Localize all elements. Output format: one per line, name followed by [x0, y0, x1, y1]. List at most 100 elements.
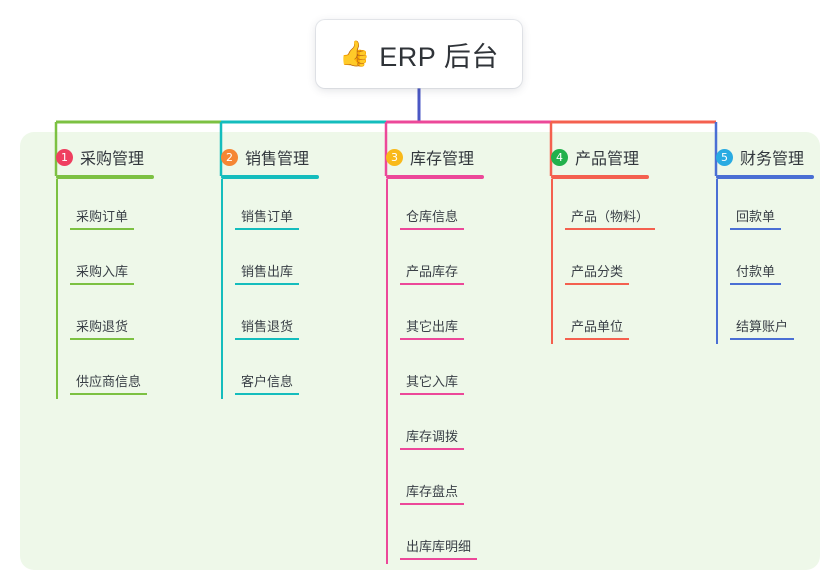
item-spine: [551, 289, 553, 344]
item-spine: [716, 289, 718, 344]
list-item[interactable]: 供应商信息: [56, 344, 198, 399]
item-label: 产品库存: [406, 264, 459, 279]
column-items: 采购订单采购入库采购退货供应商信息: [38, 179, 198, 399]
item-spine: [551, 179, 553, 234]
column-rule: [551, 175, 649, 179]
column-rule: [221, 175, 319, 179]
item-label: 付款单: [736, 264, 776, 279]
column-title: 财务管理: [740, 151, 805, 168]
column-title: 库存管理: [410, 151, 475, 168]
item-underline: [400, 338, 464, 340]
item-underline: [730, 338, 794, 340]
column-header-3[interactable]: 3 库存管理: [368, 145, 528, 169]
content-panel: [20, 132, 820, 570]
list-item[interactable]: 产品分类: [551, 234, 693, 289]
item-underline: [400, 503, 464, 505]
list-item[interactable]: 销售订单: [221, 179, 363, 234]
list-item[interactable]: 销售出库: [221, 234, 363, 289]
list-item[interactable]: 销售退货: [221, 289, 363, 344]
item-label: 其它出库: [406, 319, 459, 334]
list-item[interactable]: 其它入库: [386, 344, 528, 399]
item-spine: [386, 344, 388, 399]
list-item[interactable]: 采购订单: [56, 179, 198, 234]
item-underline: [400, 558, 477, 560]
list-item[interactable]: 产品（物料）: [551, 179, 693, 234]
item-label: 结算账户: [736, 319, 789, 334]
column-number-badge: 3: [386, 148, 403, 166]
item-spine: [221, 234, 223, 289]
item-label: 销售退货: [241, 319, 294, 334]
item-spine: [386, 289, 388, 344]
item-spine: [716, 234, 718, 289]
column-rule: [56, 175, 154, 179]
item-spine: [221, 289, 223, 344]
list-item[interactable]: 其它出库: [386, 289, 528, 344]
item-label: 销售出库: [241, 264, 294, 279]
item-label: 采购退货: [76, 319, 129, 334]
thumbs-up-icon: 👍: [339, 39, 371, 68]
item-label: 采购订单: [76, 209, 129, 224]
list-item[interactable]: 回款单: [716, 179, 839, 234]
item-label: 产品分类: [571, 264, 624, 279]
list-item[interactable]: 出库库明细: [386, 509, 528, 564]
list-item[interactable]: 付款单: [716, 234, 839, 289]
list-item[interactable]: 库存盘点: [386, 454, 528, 509]
list-item[interactable]: 仓库信息: [386, 179, 528, 234]
list-item[interactable]: 产品单位: [551, 289, 693, 344]
item-spine: [56, 344, 58, 399]
column-rule: [386, 175, 484, 179]
list-item[interactable]: 库存调拨: [386, 399, 528, 454]
item-label: 产品单位: [571, 319, 624, 334]
column-3: 3 库存管理仓库信息产品库存其它出库其它入库库存调拨库存盘点出库库明细: [368, 145, 528, 564]
list-item[interactable]: 结算账户: [716, 289, 839, 344]
item-spine: [716, 179, 718, 234]
item-spine: [386, 454, 388, 509]
item-underline: [70, 283, 134, 285]
list-item[interactable]: 采购入库: [56, 234, 198, 289]
item-label: 供应商信息: [76, 374, 142, 389]
column-items: 仓库信息产品库存其它出库其它入库库存调拨库存盘点出库库明细: [368, 179, 528, 564]
list-item[interactable]: 采购退货: [56, 289, 198, 344]
item-underline: [565, 228, 655, 230]
item-underline: [400, 228, 464, 230]
item-label: 回款单: [736, 209, 776, 224]
item-underline: [400, 393, 464, 395]
item-label: 采购入库: [76, 264, 129, 279]
item-spine: [56, 179, 58, 234]
item-label: 仓库信息: [406, 209, 459, 224]
item-underline: [565, 338, 629, 340]
item-label: 产品（物料）: [571, 209, 650, 224]
item-underline: [235, 283, 299, 285]
column-number-badge: 4: [551, 148, 568, 166]
item-spine: [386, 399, 388, 454]
column-header-5[interactable]: 5 财务管理: [698, 145, 839, 169]
root-node[interactable]: 👍 ERP 后台: [316, 20, 522, 88]
item-spine: [551, 234, 553, 289]
item-underline: [400, 283, 464, 285]
list-item[interactable]: 产品库存: [386, 234, 528, 289]
item-spine: [221, 344, 223, 399]
column-1: 1 采购管理采购订单采购入库采购退货供应商信息: [38, 145, 198, 399]
root-title: ERP 后台: [379, 41, 499, 72]
list-item[interactable]: 客户信息: [221, 344, 363, 399]
item-spine: [386, 179, 388, 234]
column-items: 销售订单销售出库销售退货客户信息: [203, 179, 363, 399]
column-number-badge: 1: [56, 148, 73, 166]
column-title: 采购管理: [80, 151, 145, 168]
item-underline: [235, 338, 299, 340]
column-number-badge: 5: [716, 148, 733, 166]
item-label: 库存调拨: [406, 429, 459, 444]
column-header-1[interactable]: 1 采购管理: [38, 145, 198, 169]
item-spine: [56, 234, 58, 289]
item-underline: [70, 228, 134, 230]
item-underline: [235, 393, 299, 395]
item-label: 销售订单: [241, 209, 294, 224]
item-spine: [221, 179, 223, 234]
item-spine: [386, 234, 388, 289]
item-label: 库存盘点: [406, 484, 459, 499]
item-label: 客户信息: [241, 374, 294, 389]
